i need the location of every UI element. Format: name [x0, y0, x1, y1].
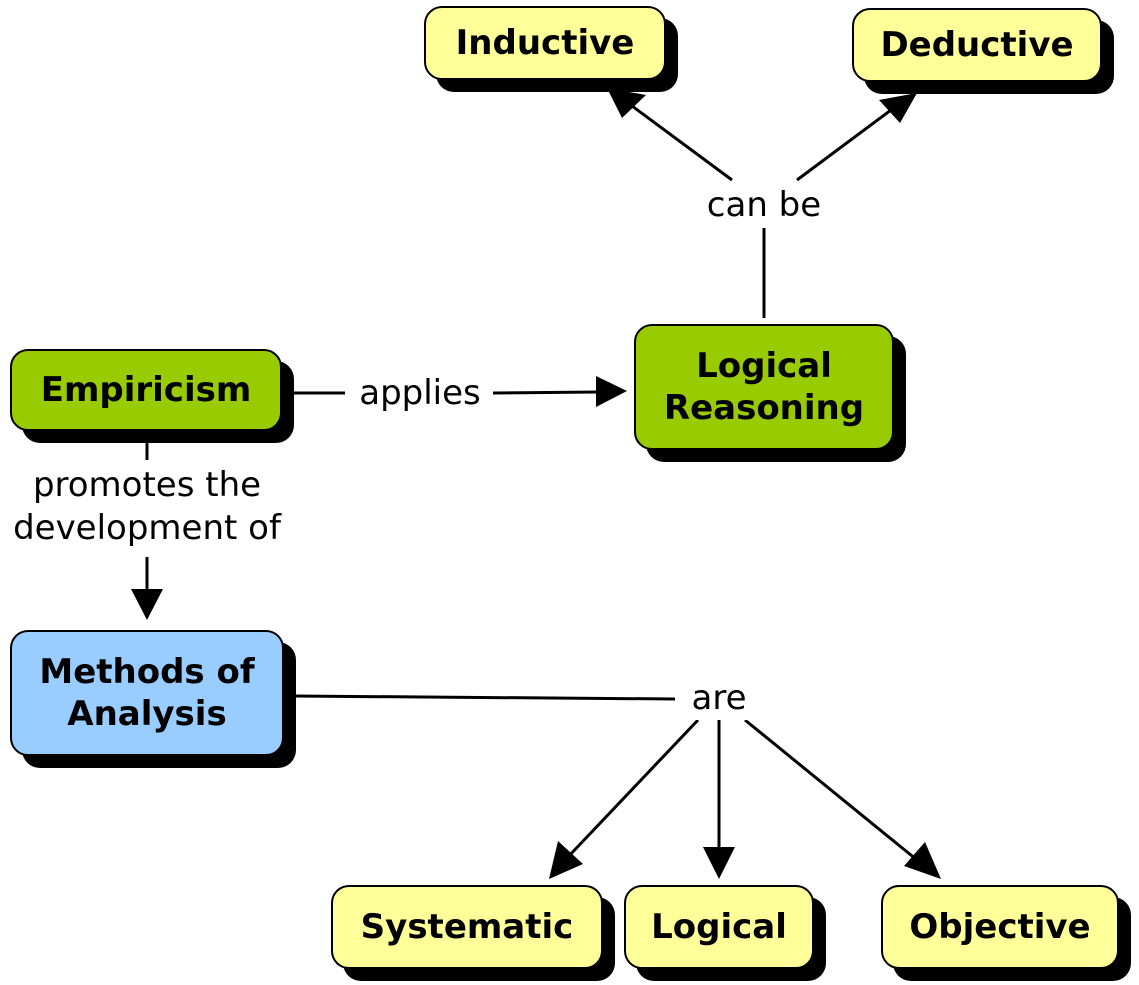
node-objective[interactable]: Objective: [881, 885, 1119, 969]
node-empiricism-label: Empiricism: [40, 369, 252, 410]
node-inductive-label: Inductive: [455, 22, 635, 63]
arrowhead-logical-reasoning: [596, 376, 627, 407]
node-logical-reasoning[interactable]: Logical Reasoning: [634, 324, 894, 450]
arrowhead-inductive: [607, 88, 646, 118]
node-logical[interactable]: Logical: [624, 885, 814, 969]
link-label-promotes: promotes the development of: [4, 464, 290, 549]
node-inductive[interactable]: Inductive: [424, 6, 666, 80]
link-label-applies: applies: [348, 372, 492, 415]
node-systematic-label: Systematic: [360, 906, 574, 947]
node-empiricism[interactable]: Empiricism: [10, 349, 282, 431]
arrowhead-systematic: [549, 841, 583, 879]
node-deductive[interactable]: Deductive: [852, 8, 1102, 82]
connector-applies-to-reasoning: [492, 390, 599, 395]
connector-canbe-to-inductive: [627, 101, 733, 182]
node-systematic[interactable]: Systematic: [331, 885, 603, 969]
connector-are-to-objective: [744, 718, 918, 862]
arrowhead-deductive: [879, 93, 917, 123]
connector-methods-to-are: [293, 694, 676, 701]
node-objective-label: Objective: [909, 906, 1091, 947]
node-methods-of-analysis[interactable]: Methods of Analysis: [10, 630, 284, 756]
node-logical-reasoning-label: Logical Reasoning: [663, 345, 865, 429]
link-label-can-be: can be: [700, 184, 828, 227]
connector-are-to-systematic: [565, 718, 700, 860]
node-logical-label: Logical: [651, 906, 787, 947]
arrowhead-methods: [131, 589, 163, 620]
connector-canbe-to-deductive: [796, 105, 896, 182]
arrowhead-logical: [703, 847, 735, 879]
arrowhead-objective: [904, 842, 941, 879]
node-methods-of-analysis-label: Methods of Analysis: [39, 651, 255, 735]
node-deductive-label: Deductive: [880, 24, 1074, 65]
link-label-are: are: [680, 677, 758, 720]
